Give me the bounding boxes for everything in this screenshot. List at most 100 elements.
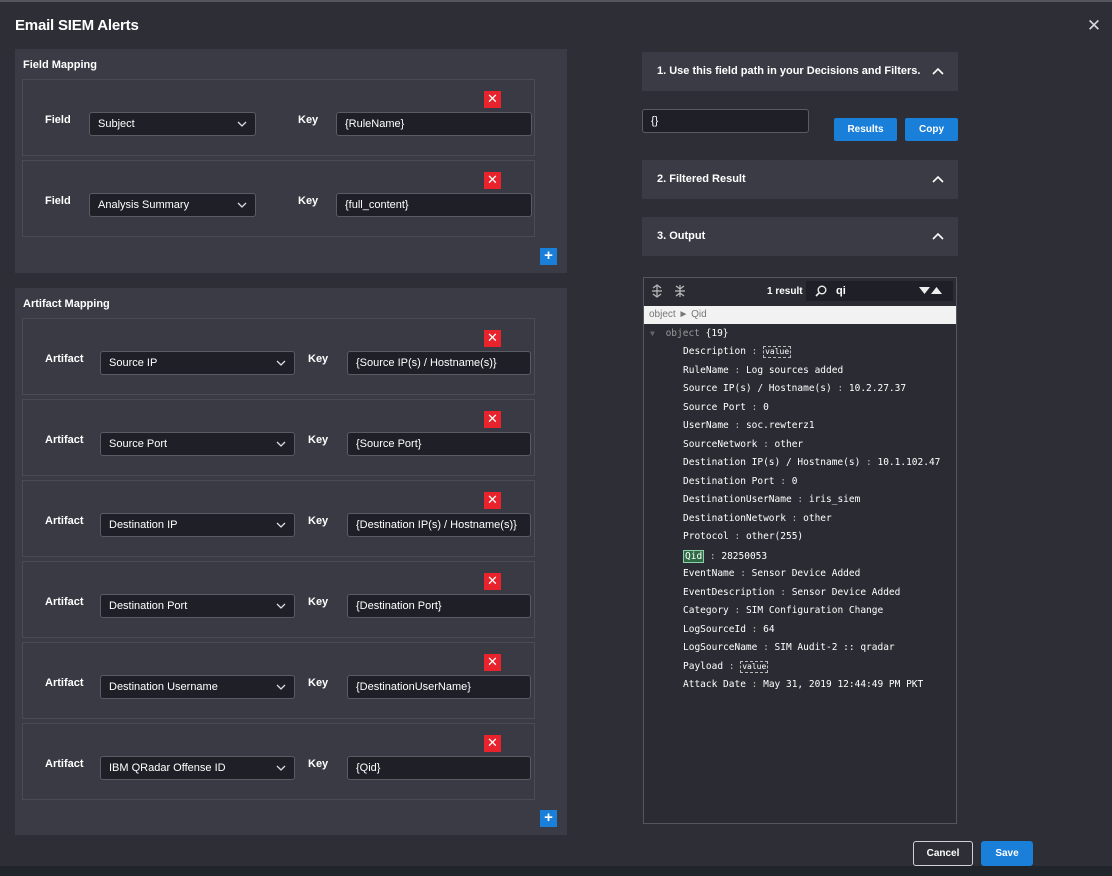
field-select[interactable]: Subject (89, 112, 256, 136)
accordion-output[interactable]: 3. Output (642, 217, 958, 256)
field-path-input[interactable]: {} (642, 109, 809, 133)
delete-row-button[interactable]: ✕ (484, 735, 501, 752)
tree-entry[interactable]: RuleName : Log sources added (683, 365, 843, 376)
accordion-field-path[interactable]: 1. Use this field path in your Decisions… (642, 52, 958, 91)
artifact-mapping-title: Artifact Mapping (23, 298, 110, 310)
expand-all-icon[interactable] (651, 284, 663, 298)
tree-value: other (774, 438, 804, 450)
artifact-select[interactable]: Destination Username (100, 675, 295, 699)
bottom-strip (0, 866, 1112, 876)
tree-value: value (740, 660, 769, 673)
tree-key: Source IP(s) / Hostname(s) (683, 383, 832, 394)
field-select[interactable]: Analysis Summary (89, 193, 256, 217)
tree-entry[interactable]: LogSourceName : SIM Audit-2 :: qradar (683, 642, 895, 653)
tree-entry[interactable]: Qid : 28250053 (683, 549, 767, 563)
delete-row-button[interactable]: ✕ (484, 573, 501, 590)
tree-key: Description (683, 346, 746, 357)
tree-entry[interactable]: DestinationUserName : iris_siem (683, 494, 860, 505)
tree-separator: : (785, 512, 804, 524)
tree-key: LogSourceId (683, 623, 746, 635)
tree-entry[interactable]: Payload : value (683, 660, 769, 673)
tree-key: LogSourceName (683, 642, 758, 653)
delete-row-button[interactable]: ✕ (484, 411, 501, 428)
tree-entry[interactable]: LogSourceId : 64 (683, 624, 775, 635)
arrow-up-icon[interactable] (931, 286, 942, 294)
accordion-filtered-result-label: 2. Filtered Result (657, 173, 746, 185)
tree-entry[interactable]: UserName : soc.rewterz1 (683, 420, 815, 431)
tree-key: EventDescription (683, 586, 775, 598)
copy-button[interactable]: Copy (905, 118, 958, 141)
tree-entry[interactable]: Category : SIM Configuration Change (683, 605, 883, 616)
save-button[interactable]: Save (981, 841, 1033, 866)
chevron-down-icon (276, 360, 286, 366)
tree-value: SIM Audit-2 :: qradar (774, 642, 895, 653)
arrow-down-icon[interactable] (919, 287, 930, 295)
artifact-select[interactable]: Destination IP (100, 513, 295, 537)
tree-entry[interactable]: EventName : Sensor Device Added (683, 568, 860, 579)
tree-value: Log sources added (745, 364, 844, 376)
tree-separator: : (728, 364, 746, 376)
chevron-down-icon (237, 202, 247, 208)
tree-key: Destination IP(s) / Hostname(s) (683, 457, 861, 468)
key-input[interactable]: {full_content} (336, 193, 532, 217)
cancel-button[interactable]: Cancel (913, 841, 973, 866)
tree-entry[interactable]: EventDescription : Sensor Device Added (683, 587, 900, 598)
chevron-down-icon (276, 441, 286, 447)
accordion-filtered-result[interactable]: 2. Filtered Result (642, 160, 958, 199)
artifact-select-value: Destination Username (109, 681, 218, 693)
tree-separator: : (860, 457, 878, 468)
tree-entry[interactable]: SourceNetwork : other (683, 439, 803, 450)
collapse-all-icon[interactable] (674, 284, 686, 298)
tree-entry[interactable]: Source Port : 0 (683, 402, 769, 413)
json-viewer: 1 result qi object ► Qid ▼ object {19} D… (643, 277, 957, 824)
add-field-button[interactable]: + (540, 248, 557, 265)
tree-entry[interactable]: Attack Date : May 31, 2019 12:44:49 PM P… (683, 679, 923, 690)
chevron-up-icon (932, 232, 944, 240)
chevron-down-icon (276, 684, 286, 690)
tree-entry[interactable]: Source IP(s) / Hostname(s) : 10.2.27.37 (683, 383, 906, 394)
tree-key: Destination Port (683, 475, 775, 487)
key-input[interactable]: {Qid} (347, 756, 531, 780)
key-label: Key (308, 353, 329, 365)
artifact-select[interactable]: Source Port (100, 432, 295, 456)
delete-row-button[interactable]: ✕ (484, 172, 501, 189)
delete-row-button[interactable]: ✕ (484, 330, 501, 347)
tree-key: DestinationUserName (683, 494, 792, 505)
tree-entry[interactable]: Destination Port : 0 (683, 476, 797, 487)
artifact-select[interactable]: IBM QRadar Offense ID (100, 756, 295, 780)
tree-entry[interactable]: DestinationNetwork : other (683, 513, 832, 524)
close-icon[interactable]: ✕ (1086, 16, 1102, 35)
tree-value: other (803, 512, 832, 524)
key-input[interactable]: {Source Port} (347, 432, 531, 456)
key-input[interactable]: {Destination Port} (347, 594, 531, 618)
key-label: Key (308, 677, 329, 689)
add-artifact-button[interactable]: + (540, 810, 557, 827)
tree-entry[interactable]: Description : value (683, 346, 792, 358)
tree-value: iris_siem (808, 494, 861, 505)
tree-root[interactable]: ▼ object {19} (650, 328, 729, 339)
results-button[interactable]: Results (834, 118, 897, 141)
artifact-row: Artifact Source IP Key {Source IP(s) / H… (22, 318, 535, 395)
artifact-label: Artifact (45, 677, 84, 689)
artifact-select[interactable]: Destination Port (100, 594, 295, 618)
delete-row-button[interactable]: ✕ (484, 492, 501, 509)
tree-value: 64 (763, 623, 775, 635)
delete-row-button[interactable]: ✕ (484, 91, 501, 108)
key-label: Key (308, 596, 329, 608)
collapse-toggle-icon[interactable]: ▼ (650, 329, 655, 338)
field-row: Field Analysis Summary Key {full_content… (22, 160, 535, 237)
json-search-input[interactable]: qi (836, 285, 846, 297)
tree-key: Source Port (683, 401, 746, 413)
key-input[interactable]: {RuleName} (336, 112, 532, 136)
key-input[interactable]: {DestinationUserName} (347, 675, 531, 699)
artifact-label: Artifact (45, 596, 84, 608)
delete-row-button[interactable]: ✕ (484, 654, 501, 671)
key-input[interactable]: {Source IP(s) / Hostname(s)} (347, 351, 531, 375)
tree-entry[interactable]: Destination IP(s) / Hostname(s) : 10.1.1… (683, 457, 940, 468)
key-input[interactable]: {Destination IP(s) / Hostname(s)} (347, 513, 531, 537)
tree-key: UserName (683, 420, 729, 431)
key-label: Key (308, 434, 329, 446)
artifact-select[interactable]: Source IP (100, 351, 295, 375)
tree-entry[interactable]: Protocol : other(255) (683, 531, 803, 542)
